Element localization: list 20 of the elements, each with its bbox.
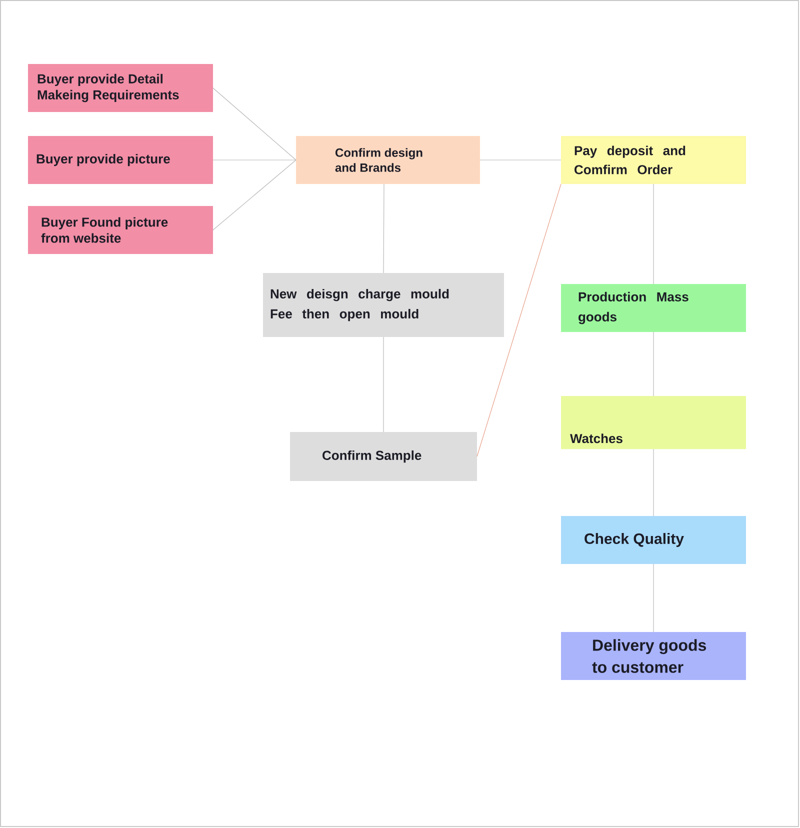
step-box: Watches bbox=[561, 396, 746, 450]
connector-line bbox=[653, 448, 654, 516]
connector-line bbox=[383, 184, 384, 274]
connector-line bbox=[476, 184, 562, 457]
connector-line bbox=[653, 564, 654, 632]
step-box: Pay deposit and Comfirm Order bbox=[561, 136, 746, 184]
connector-line bbox=[383, 336, 384, 432]
step-box: Production Mass goods bbox=[561, 284, 746, 332]
connector-line bbox=[212, 160, 296, 230]
step-box: New deisgn charge mould Fee then open mould bbox=[263, 273, 504, 337]
connector-line bbox=[653, 332, 654, 396]
step-box: Buyer Found picture from website bbox=[28, 206, 213, 254]
connector-line bbox=[212, 88, 296, 160]
step-box: Buyer provide Detail Makeing Requirements bbox=[28, 64, 213, 112]
step-box: Delivery goods to customer bbox=[561, 632, 746, 680]
step-box: Buyer provide picture bbox=[28, 136, 213, 184]
step-box: Check Quality bbox=[561, 516, 746, 564]
step-box: Confirm design and Brands bbox=[296, 136, 480, 184]
connector-line bbox=[653, 184, 654, 284]
step-box: Confirm Sample bbox=[290, 432, 477, 481]
